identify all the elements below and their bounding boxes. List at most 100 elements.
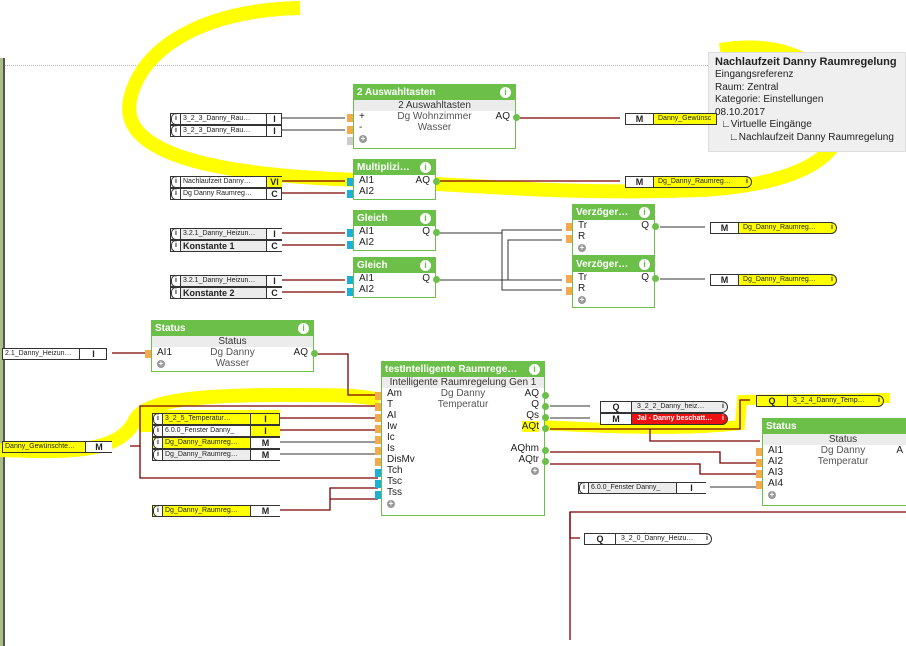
add-input-icon[interactable]: +	[157, 359, 165, 368]
input-pin[interactable]	[375, 403, 381, 411]
output-pin[interactable]	[542, 425, 549, 432]
input-pin[interactable]	[347, 241, 353, 249]
output-pin[interactable]	[542, 447, 549, 454]
input-pin[interactable]	[375, 480, 381, 488]
info-icon[interactable]: i	[171, 275, 181, 287]
info-icon[interactable]: i	[153, 425, 163, 437]
info-icon[interactable]: i	[878, 397, 880, 404]
add-input-icon[interactable]: +	[578, 295, 586, 304]
info-icon[interactable]: i	[746, 178, 748, 185]
output-pin[interactable]	[433, 178, 440, 185]
input-pin[interactable]	[756, 481, 762, 489]
add-input-icon[interactable]: +	[359, 134, 367, 143]
input-pin[interactable]	[347, 276, 353, 284]
info-icon[interactable]: i	[153, 413, 163, 425]
info-icon[interactable]: i	[529, 364, 540, 375]
add-input-icon[interactable]: +	[578, 243, 586, 252]
output-pin[interactable]	[542, 392, 549, 399]
input-pin[interactable]	[375, 447, 381, 455]
info-icon[interactable]: i	[722, 403, 724, 410]
info-icon[interactable]: i	[171, 287, 181, 299]
input-pin[interactable]	[375, 436, 381, 444]
input-pin[interactable]	[347, 229, 353, 237]
input-ref[interactable]: Danny_Gewünschte…M	[2, 441, 112, 453]
input-pin[interactable]	[375, 469, 381, 477]
info-icon[interactable]: i	[171, 113, 181, 125]
output-pin[interactable]	[542, 458, 549, 465]
input-pin[interactable]	[347, 114, 353, 122]
input-pin[interactable]	[375, 392, 381, 400]
info-icon[interactable]: i	[579, 482, 589, 494]
info-icon[interactable]: i	[420, 213, 431, 224]
block-intelligente-raumregelung[interactable]: testIntelligente Raumrege…i Intelligente…	[375, 361, 549, 516]
info-icon[interactable]: i	[500, 87, 511, 98]
output-pin[interactable]	[433, 229, 440, 236]
output-pin[interactable]	[652, 275, 659, 282]
input-pin[interactable]	[375, 414, 381, 422]
add-output-icon[interactable]: +	[531, 466, 539, 475]
add-input-icon[interactable]: +	[387, 499, 395, 508]
output-pin[interactable]	[311, 350, 318, 357]
info-icon[interactable]: i	[171, 240, 181, 252]
info-icon[interactable]: i	[706, 535, 708, 542]
info-icon[interactable]: i	[639, 259, 650, 270]
input-pin[interactable]	[145, 350, 151, 358]
info-icon[interactable]: i	[639, 207, 650, 218]
info-icon[interactable]: i	[831, 276, 833, 283]
input-ref[interactable]: 2.1_Danny_Heizun…I	[2, 348, 107, 360]
output-pin[interactable]	[652, 223, 659, 230]
input-pin[interactable]	[756, 448, 762, 456]
input-pin[interactable]	[375, 425, 381, 433]
input-pin[interactable]	[347, 178, 353, 186]
info-icon[interactable]: i	[153, 437, 163, 449]
output-pin[interactable]	[542, 403, 549, 410]
output-pin[interactable]	[542, 414, 549, 421]
input-pin[interactable]	[756, 470, 762, 478]
input-pin[interactable]	[347, 137, 353, 145]
input-pin[interactable]	[566, 287, 572, 295]
info-icon[interactable]: i	[171, 188, 181, 200]
input-pin[interactable]	[566, 235, 572, 243]
info-icon[interactable]: i	[153, 505, 163, 517]
output-pin[interactable]	[513, 114, 520, 121]
info-icon[interactable]: i	[722, 415, 724, 422]
info-icon[interactable]: i	[831, 224, 833, 231]
info-icon[interactable]: i	[153, 449, 163, 461]
input-pin[interactable]	[566, 223, 572, 231]
output-pin[interactable]	[433, 276, 440, 283]
input-pin[interactable]	[375, 491, 381, 499]
info-icon[interactable]: i	[171, 176, 181, 188]
info-icon[interactable]: i	[420, 260, 431, 271]
info-icon[interactable]: i	[171, 125, 181, 137]
input-pin[interactable]	[375, 458, 381, 466]
info-icon[interactable]: i	[171, 228, 181, 240]
